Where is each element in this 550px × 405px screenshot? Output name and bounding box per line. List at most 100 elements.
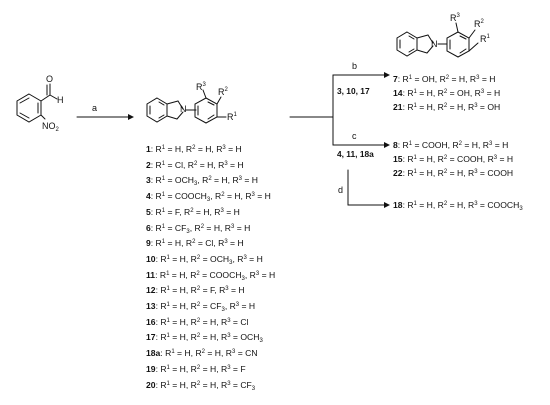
compound-number: 15	[393, 154, 403, 164]
r3-value: = H	[242, 175, 258, 186]
product-15: 15: R1 = H, R2 = COOH, R3 = H	[393, 154, 514, 164]
product-r2-letter: R	[474, 19, 481, 29]
r1-value: = H, R	[169, 269, 197, 280]
intermediate-20: 20: R1 = H, R2 = H, R3 = CF3	[146, 379, 256, 392]
core-r2-sup: 2	[225, 87, 229, 93]
intermediate-1: 1: R1 = H, R2 = H, R3 = H	[146, 144, 242, 154]
nitro-text: NO	[42, 121, 56, 131]
r3-superscript: 3	[474, 201, 478, 207]
r1-value: = COOH, R	[412, 140, 459, 150]
r1-superscript: 1	[408, 141, 413, 147]
r1-superscript: 1	[161, 176, 166, 183]
intermediate-18a: 18a: R1 = H, R2 = H, R3 = CN	[146, 348, 258, 359]
r3-value: = H	[223, 206, 240, 217]
r1-value: = H, R	[416, 88, 444, 98]
product-r1-label: R1	[480, 34, 491, 44]
core-r2-label: R2	[218, 87, 229, 97]
r2-tail: , R	[224, 301, 236, 311]
r2-tail: , R	[232, 253, 244, 264]
r2-value: = H, R	[224, 191, 252, 202]
r2-superscript: 2	[196, 333, 201, 340]
r3-superscript: 3	[231, 223, 235, 230]
r1-value: = CF	[165, 222, 187, 233]
r1-superscript: 1	[413, 169, 417, 175]
intermediate-11: 11: R1 = H, R2 = COOCH3, R3 = H	[146, 269, 276, 282]
r3-value: = H	[234, 222, 251, 233]
r1-value: = F, R	[165, 206, 191, 217]
r1-superscript: 1	[413, 201, 417, 207]
r3-value: = COOH	[477, 168, 514, 178]
r2-superscript: 2	[192, 145, 196, 151]
r2-value: = COOCH	[199, 269, 242, 280]
r1-subscript: 3	[194, 181, 198, 188]
r2-value: = H, R	[200, 316, 228, 327]
r3-superscript: 3	[238, 176, 242, 183]
r2-superscript: 2	[443, 201, 448, 207]
r3-value: = OCH	[230, 332, 260, 343]
compound-number: 14	[393, 88, 403, 98]
intermediate-16: 16: R1 = H, R2 = H, R3 = Cl	[146, 316, 249, 327]
r2-value: = H, R	[195, 144, 223, 154]
r3-value: = COOCH	[477, 200, 520, 210]
compound-number: 18	[393, 200, 403, 210]
step-a-label: a	[92, 103, 98, 113]
r3-subscript: 3	[519, 206, 523, 212]
intermediate-9: 9: R1 = H, R2 = Cl, R3 = H	[146, 238, 244, 249]
r3-superscript: 3	[235, 302, 240, 308]
r2-superscript: 2	[196, 286, 201, 293]
intermediate-3: 3: R1 = OCH3, R2 = H, R3 = H	[146, 175, 258, 188]
r1-superscript: 1	[161, 192, 166, 199]
intermediate-12: 12: R1 = H, R2 = F, R3 = H	[146, 285, 245, 296]
r1-tail: , R	[210, 191, 222, 202]
intermediate-17: 17: R1 = H, R2 = H, R3 = OCH3	[146, 332, 263, 345]
compound-number: 4	[146, 191, 151, 202]
r1-value: = Cl, R	[165, 159, 194, 170]
r2-value: = H, R	[197, 159, 225, 170]
r3-superscript: 3	[227, 333, 231, 340]
step-b-label: b	[352, 61, 358, 71]
r1-value: = H, R	[169, 301, 197, 311]
compound-number: 13	[146, 301, 156, 311]
r3-subscript: 3	[251, 385, 256, 392]
r1-value: = H, R	[169, 253, 197, 264]
r2-value: = COOH, R	[447, 154, 494, 164]
r1-value: = H, R	[165, 238, 193, 249]
r3-value: = CN	[235, 348, 258, 359]
r2-value: = H, R	[462, 140, 489, 150]
r2-superscript: 2	[208, 176, 212, 183]
r3-superscript: 3	[224, 160, 228, 167]
compound-number: 16	[146, 316, 156, 327]
intermediate-6: 6: R1 = CF3, R2 = H, R3 = H	[146, 222, 251, 235]
r1-value: = H, R	[169, 316, 197, 327]
r1-value: = H, R	[416, 102, 444, 112]
r2-superscript: 2	[196, 364, 201, 371]
r2-value: = H, R	[447, 168, 475, 178]
core-r2-letter: R	[218, 87, 225, 97]
compound-number: 1	[146, 144, 151, 154]
aldehyde-hydrogen-label: H	[57, 95, 64, 105]
r3-value: = H	[227, 159, 244, 170]
r2-superscript: 2	[445, 75, 450, 81]
compound-number: 7	[393, 74, 398, 84]
r3-value: = H	[492, 140, 509, 150]
product-r1-letter: R	[480, 34, 487, 44]
arrow-step-d	[347, 169, 390, 208]
r3-superscript: 3	[489, 141, 493, 147]
r2-superscript: 2	[201, 349, 205, 356]
compound-number: 20	[146, 379, 156, 390]
r1-value: = OCH	[165, 175, 194, 186]
arrow-step-a	[76, 114, 134, 120]
r2-superscript: 2	[196, 380, 201, 387]
r2-value: = H, R	[200, 332, 228, 343]
r2-superscript: 2	[458, 141, 463, 147]
r1-value: = H, R	[169, 285, 197, 296]
r1-value: = H, R	[416, 200, 444, 210]
r2-superscript: 2	[443, 89, 448, 95]
r1-value: = H, R	[169, 379, 197, 390]
core-r1-sup: 1	[234, 112, 238, 118]
intermediate-19: 19: R1 = H, R2 = H, R3 = F	[146, 363, 246, 374]
product-r3-sup: 3	[457, 13, 461, 19]
product-r2-sup: 2	[481, 19, 485, 25]
product-r3-letter: R	[450, 13, 457, 23]
compound-number: 12	[146, 285, 156, 296]
